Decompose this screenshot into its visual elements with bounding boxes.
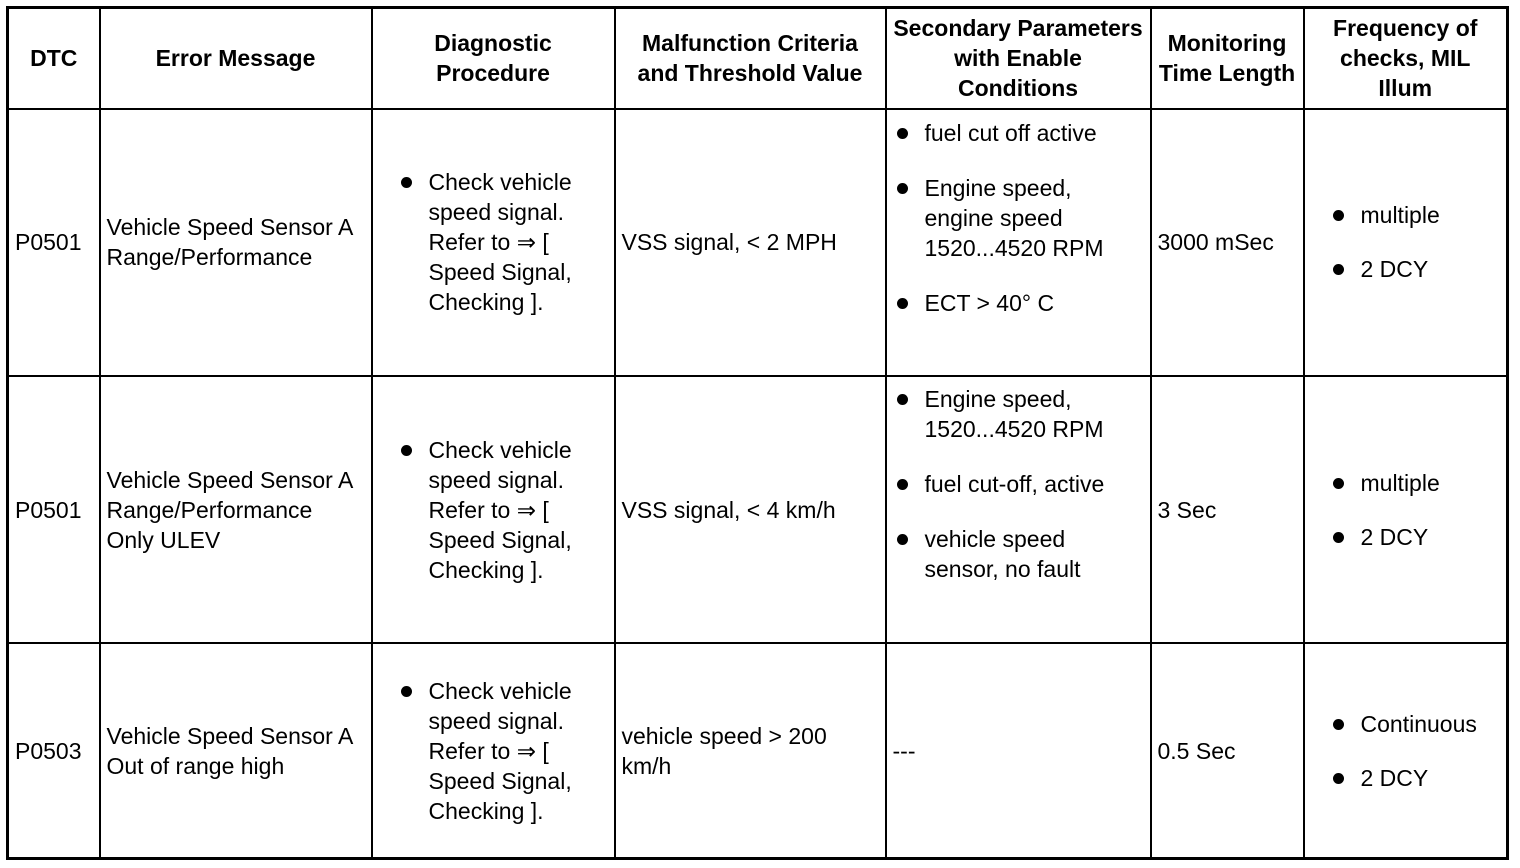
frequency: multiple 2 DCY <box>1302 107 1509 377</box>
frequency-item: 2 DCY <box>1329 763 1501 793</box>
error-message: Vehicle Speed Sensor A Out of range high <box>98 642 373 860</box>
error-message: Vehicle Speed Sensor A Range/Performance <box>98 107 373 377</box>
secondary-parameters: --- <box>884 642 1152 860</box>
secondary-item: vehicle speed sensor, no fault <box>893 524 1144 584</box>
frequency-item: 2 DCY <box>1329 254 1501 284</box>
header-secondary-parameters: Secondary Parameters with Enable Conditi… <box>884 6 1152 110</box>
monitoring-time: 0.5 Sec <box>1149 642 1305 860</box>
malfunction-criteria: VSS signal, < 4 km/h <box>613 374 887 645</box>
secondary-parameters: Engine speed, 1520...4520 RPM fuel cut-o… <box>884 374 1152 645</box>
frequency: Continuous 2 DCY <box>1302 642 1509 860</box>
frequency-item: 2 DCY <box>1329 522 1501 552</box>
header-error-message: Error Message <box>98 6 373 110</box>
secondary-item: ECT > 40° C <box>893 288 1144 318</box>
frequency: multiple 2 DCY <box>1302 374 1509 645</box>
dtc-code: P0501 <box>6 107 101 377</box>
table-row: P0503 Vehicle Speed Sensor A Out of rang… <box>6 642 1509 860</box>
table-row: P0501 Vehicle Speed Sensor A Range/Perfo… <box>6 107 1509 377</box>
header-monitoring-time: Monitoring Time Length <box>1149 6 1305 110</box>
secondary-item: fuel cut off active <box>893 118 1144 148</box>
frequency-item: multiple <box>1329 200 1501 230</box>
header-diagnostic-procedure: Diagnostic Procedure <box>370 6 616 110</box>
dtc-table: DTC Error Message Diagnostic Procedure M… <box>6 6 1509 860</box>
diagnostic-procedure: Check vehicle speed signal. Refer to ⇒ [… <box>370 642 616 860</box>
monitoring-time: 3000 mSec <box>1149 107 1305 377</box>
procedure-item: Check vehicle speed signal. Refer to ⇒ [… <box>397 167 608 317</box>
secondary-item: Engine speed, engine speed 1520...4520 R… <box>893 173 1144 263</box>
monitoring-time: 3 Sec <box>1149 374 1305 645</box>
malfunction-criteria: VSS signal, < 2 MPH <box>613 107 887 377</box>
secondary-item: fuel cut-off, active <box>893 469 1144 499</box>
procedure-item: Check vehicle speed signal. Refer to ⇒ [… <box>397 676 608 826</box>
procedure-item: Check vehicle speed signal. Refer to ⇒ [… <box>397 435 608 585</box>
error-message: Vehicle Speed Sensor A Range/Performance… <box>98 374 373 645</box>
header-malfunction-criteria: Malfunction Criteria and Threshold Value <box>613 6 887 110</box>
header-frequency: Frequency of checks, MIL Illum <box>1302 6 1509 110</box>
dtc-code: P0501 <box>6 374 101 645</box>
secondary-parameters: fuel cut off active Engine speed, engine… <box>884 107 1152 377</box>
frequency-item: multiple <box>1329 468 1501 498</box>
diagnostic-procedure: Check vehicle speed signal. Refer to ⇒ [… <box>370 374 616 645</box>
frequency-item: Continuous <box>1329 709 1501 739</box>
diagnostic-procedure: Check vehicle speed signal. Refer to ⇒ [… <box>370 107 616 377</box>
header-row: DTC Error Message Diagnostic Procedure M… <box>6 6 1509 110</box>
dtc-code: P0503 <box>6 642 101 860</box>
header-dtc: DTC <box>6 6 101 110</box>
malfunction-criteria: vehicle speed > 200 km/h <box>613 642 887 860</box>
secondary-item: Engine speed, 1520...4520 RPM <box>893 384 1144 444</box>
table-row: P0501 Vehicle Speed Sensor A Range/Perfo… <box>6 374 1509 645</box>
